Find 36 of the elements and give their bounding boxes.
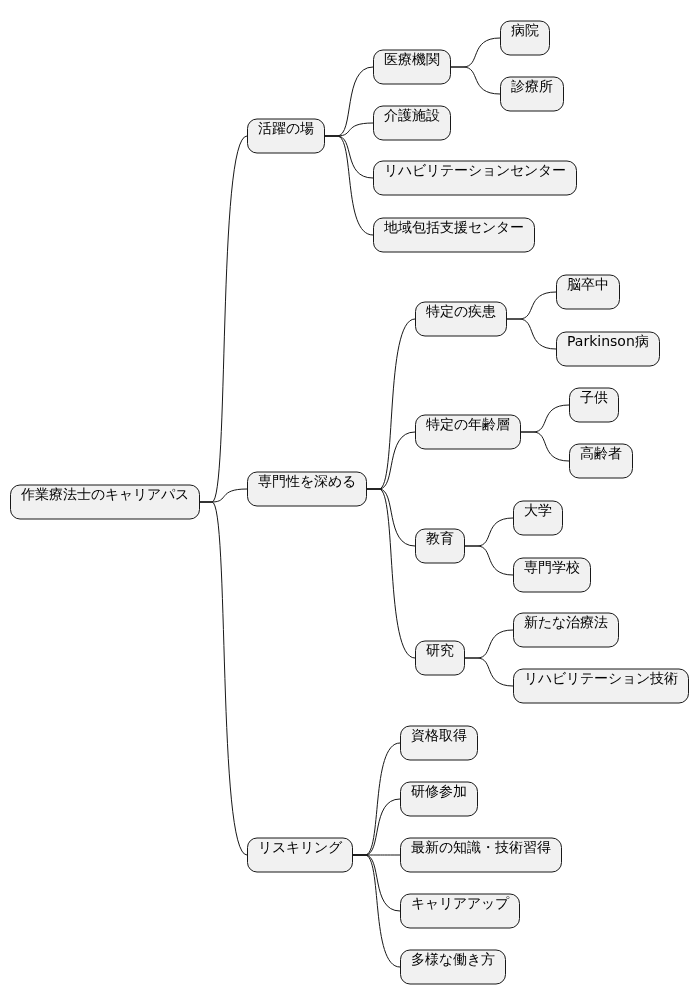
topic-box: 資格取得 xyxy=(400,725,478,761)
topic-box: キャリアアップ xyxy=(400,893,520,929)
connector-line xyxy=(199,501,248,856)
connector-line xyxy=(464,545,514,576)
connector-line xyxy=(352,854,401,968)
topic-box: リハビリテーション技術 xyxy=(513,668,689,704)
topic-box: 地域包括支援センター xyxy=(373,217,535,253)
topic-box: 脳卒中 xyxy=(556,274,620,310)
topic-box: 多様な働き方 xyxy=(400,949,506,985)
connector-line xyxy=(464,657,514,687)
topic-box: 作業療法士のキャリアパス xyxy=(10,484,200,520)
connector-line xyxy=(324,135,374,236)
topic-box: 介護施設 xyxy=(373,105,451,141)
topic-box: 新たな治療法 xyxy=(513,612,619,648)
topic-box: 特定の年齢層 xyxy=(415,414,521,450)
topic-box: 研究 xyxy=(415,640,465,676)
topic-box: リスキリング xyxy=(247,837,353,873)
topic-box: 専門学校 xyxy=(513,557,591,593)
connector-line xyxy=(506,318,557,350)
topic-box: Parkinson病 xyxy=(556,331,660,367)
topic-box: 大学 xyxy=(513,500,563,536)
topic-box: リハビリテーションセンター xyxy=(373,160,577,196)
topic-box: 医療機関 xyxy=(373,49,451,85)
topic-box: 最新の知識・技術習得 xyxy=(400,837,562,873)
connector-line xyxy=(520,431,570,462)
connector-line xyxy=(450,66,501,95)
topic-box: 高齢者 xyxy=(569,443,633,479)
topic-box: 病院 xyxy=(500,20,550,56)
topic-box: 研修参加 xyxy=(400,781,478,817)
topic-box: 専門性を深める xyxy=(247,471,367,507)
topic-box: 診療所 xyxy=(500,76,564,112)
connector-line xyxy=(366,488,416,659)
topic-box: 活躍の場 xyxy=(247,118,325,154)
topic-box: 特定の疾患 xyxy=(415,301,507,337)
topic-box: 教育 xyxy=(415,528,465,564)
topic-box: 子供 xyxy=(569,387,619,423)
